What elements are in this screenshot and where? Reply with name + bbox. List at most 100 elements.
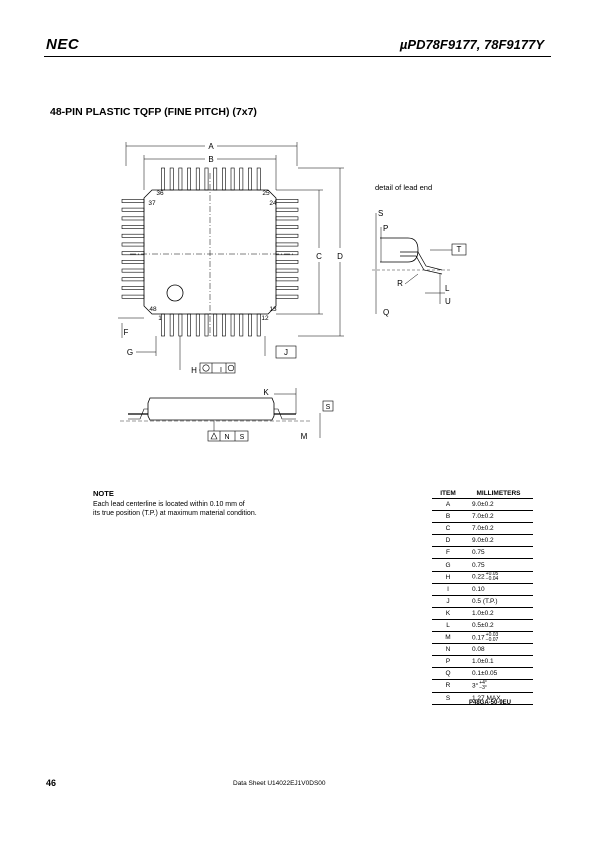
value-base: 1.0±0.2 xyxy=(472,609,494,617)
detail-label: detail of lead end xyxy=(375,183,432,192)
tolerance-upper: +0.03 xyxy=(485,631,499,638)
dim-D-label: D xyxy=(337,252,343,261)
item-cell: B xyxy=(432,510,464,524)
page-number: 46 xyxy=(46,778,57,788)
millimeters-cell: 0.17+0.03−0.07 xyxy=(464,631,533,645)
millimeters-cell: 0.08 xyxy=(464,643,533,657)
item-cell: F xyxy=(432,546,464,560)
value-base: 0.75 xyxy=(472,561,485,569)
pin-12-label: 12 xyxy=(261,315,269,322)
table-header-item: ITEM xyxy=(432,489,464,499)
item-cell: R xyxy=(432,679,464,693)
tolerance-lower: −0.07 xyxy=(485,636,499,643)
pin-24-label: 24 xyxy=(269,200,277,207)
left-lead xyxy=(121,286,145,290)
right-lead xyxy=(275,260,299,264)
footer-doc-number: Data Sheet U14022EJ1V0DS00 xyxy=(233,780,326,787)
dim-J-label: J xyxy=(284,348,288,357)
item-cell: C xyxy=(432,522,464,536)
left-lead xyxy=(121,199,145,203)
bottom-lead xyxy=(213,313,218,337)
flatness-frame xyxy=(207,430,249,442)
item-cell: J xyxy=(432,595,464,608)
top-lead xyxy=(187,167,192,191)
left-lead xyxy=(121,242,145,247)
value-base: 0.10 xyxy=(472,585,485,593)
dim-L-label: L xyxy=(445,284,450,293)
detail-dim-R xyxy=(404,273,419,285)
package-title: 48-PIN PLASTIC TQFP (FINE PITCH) (7x7) xyxy=(50,106,257,118)
left-lead xyxy=(121,225,145,230)
value-base: 0.08 xyxy=(472,646,485,654)
top-lead xyxy=(204,167,209,191)
left-lead xyxy=(121,277,145,282)
pin-1-label: 1 xyxy=(158,315,162,322)
table-row: R 3°+4°−3° xyxy=(432,679,533,693)
millimeters-cell: 7.0±0.2 xyxy=(464,522,533,536)
pin-25-label: 25 xyxy=(262,190,270,197)
right-lead xyxy=(275,199,299,203)
millimeters-cell: 1.0±0.1 xyxy=(464,655,533,669)
dim-Q-label: Q xyxy=(383,308,389,317)
left-lead xyxy=(121,260,145,264)
dim-B-label: B xyxy=(208,155,213,164)
right-lead xyxy=(275,225,299,230)
dim-U-label: U xyxy=(445,297,451,306)
millimeters-cell: 0.22+0.05−0.04 xyxy=(464,571,533,584)
dim-T-label: T xyxy=(457,245,462,254)
dim-F-label: F xyxy=(124,328,129,337)
side-view-body xyxy=(147,397,275,421)
value-base: 0.75 xyxy=(472,549,485,557)
bottom-lead xyxy=(161,313,165,337)
value-base: 3° xyxy=(472,682,479,690)
right-lead xyxy=(275,242,299,247)
pin1-index-mark xyxy=(166,284,184,302)
value-base: 1.0±0.1 xyxy=(472,658,494,666)
bottom-lead xyxy=(187,313,192,337)
value-base: 1.27 MAX. xyxy=(472,694,503,702)
table-row: F 0.75 xyxy=(432,546,533,560)
millimeters-cell: 7.0±0.2 xyxy=(464,510,533,524)
top-lead xyxy=(161,167,165,191)
detail-lead-profile xyxy=(400,251,443,275)
dim-R-label: R xyxy=(397,279,403,288)
value-base: 0.5±0.2 xyxy=(472,621,494,629)
left-lead xyxy=(121,251,145,256)
position-symbol-icon xyxy=(202,364,210,372)
item-cell: I xyxy=(432,583,464,596)
value-base: 9.0±0.2 xyxy=(472,501,494,509)
top-lead xyxy=(239,167,244,191)
dim-C-label: C xyxy=(316,252,322,261)
item-cell: P xyxy=(432,655,464,669)
header-rule xyxy=(44,56,551,57)
package-drawing: A B C D F G H J K M S P T R L U Q 36 25 … xyxy=(118,142,467,442)
right-lead xyxy=(275,233,299,238)
note-line-2: its true position (T.P.) at maximum mate… xyxy=(93,510,257,517)
note-line-1: Each lead centerline is located within 0… xyxy=(93,501,245,508)
value-base: 0.5 (T.P.) xyxy=(472,597,498,605)
flatness-symbol-icon xyxy=(210,432,218,440)
mmc-symbol-icon xyxy=(227,364,235,372)
table-row: P 1.0±0.1 xyxy=(432,655,533,669)
bottom-lead xyxy=(230,313,235,337)
dim-S-label: S xyxy=(378,209,383,218)
bottom-lead xyxy=(222,313,226,337)
right-lead xyxy=(275,207,299,212)
tolerance-stack: +4°−3° xyxy=(479,680,487,691)
top-lead xyxy=(178,167,183,191)
table-row: I 0.10 xyxy=(432,583,533,596)
bottom-lead xyxy=(178,313,183,337)
millimeters-cell: 9.0±0.2 xyxy=(464,498,533,512)
dim-K-label: K xyxy=(263,388,269,397)
top-lead xyxy=(213,167,218,191)
right-lead xyxy=(275,251,299,256)
top-lead xyxy=(256,167,261,191)
table-row: J 0.5 (T.P.) xyxy=(432,595,533,608)
value-base: 0.1±0.05 xyxy=(472,670,498,678)
bottom-lead xyxy=(239,313,244,337)
tolerance-stack: +0.05−0.04 xyxy=(486,572,499,582)
bottom-lead xyxy=(169,313,174,337)
item-cell: D xyxy=(432,534,464,548)
